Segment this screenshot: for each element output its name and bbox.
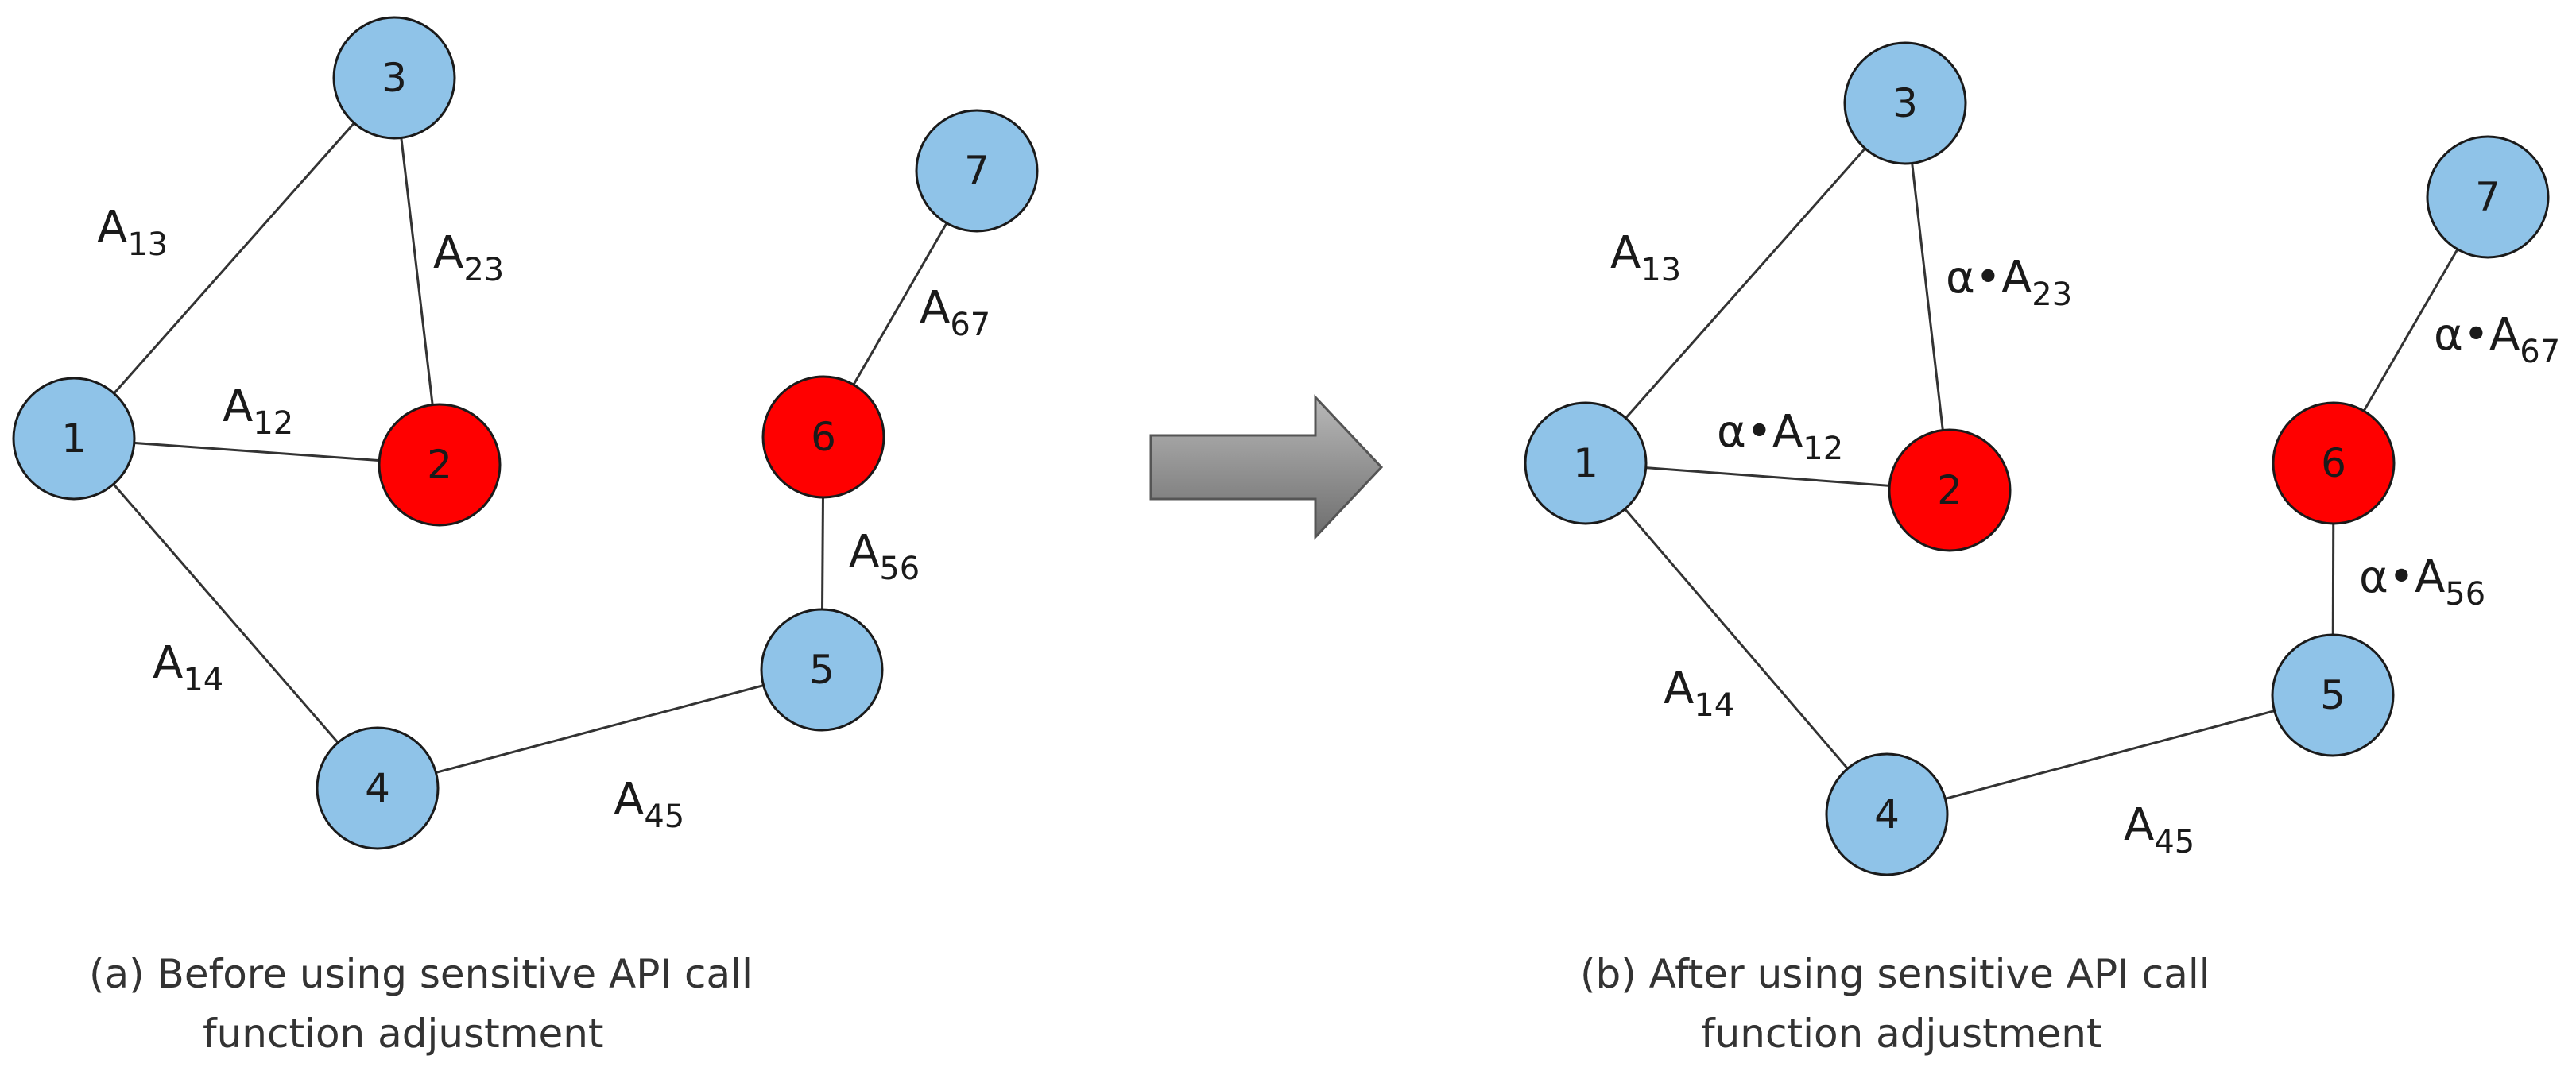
edge-3-2	[393, 77, 441, 466]
node-label-6: 6	[811, 414, 836, 460]
node-6-sensitive	[2272, 401, 2396, 525]
edge-label-5-6: α•A56	[2359, 551, 2485, 613]
edge-label-4-5: A45	[2124, 799, 2194, 860]
node-5	[2271, 633, 2395, 757]
node-2-sensitive	[378, 403, 502, 527]
node-1	[12, 377, 136, 501]
caption-after-line-1: (b) After using sensitive API call	[1580, 951, 2210, 997]
node-7	[915, 109, 1039, 233]
node-label-7: 7	[964, 148, 990, 194]
edge-label-4-5: A45	[614, 774, 684, 835]
edge-label-1-2: A12	[223, 381, 293, 442]
edge-label-1-2: α•A12	[1717, 406, 1843, 467]
edge-label-5-6: A56	[849, 526, 920, 587]
node-label-1: 1	[61, 416, 87, 462]
node-label-1: 1	[1573, 440, 1598, 486]
node-label-3: 3	[382, 55, 407, 101]
node-3	[332, 16, 456, 140]
caption-before-line-2: function adjustment	[203, 1011, 604, 1057]
edge-label-6-7: A67	[920, 282, 990, 343]
edge-label-3-2: α•A23	[1946, 252, 2072, 313]
node-label-7: 7	[2475, 174, 2500, 220]
edge-1-3	[72, 77, 396, 439]
edge-label-1-4: A14	[1664, 663, 1734, 724]
node-label-5: 5	[809, 647, 835, 693]
edge-1-3	[1584, 102, 1907, 464]
node-label-4: 4	[365, 765, 390, 811]
node-label-5: 5	[2320, 672, 2346, 718]
edge-label-1-4: A14	[153, 637, 223, 698]
node-3	[1843, 41, 1967, 165]
node-1	[1524, 401, 1648, 525]
node-5	[760, 608, 884, 732]
edge-1-4	[1584, 462, 1888, 815]
node-2-sensitive	[1888, 428, 2012, 552]
edge-label-6-7: α•A67	[2434, 309, 2560, 370]
edge-label-1-3: A13	[97, 202, 168, 263]
node-7	[2426, 135, 2550, 259]
node-4	[1825, 752, 1949, 876]
edge-4-5	[377, 668, 823, 790]
edge-3-2	[1904, 102, 1951, 491]
node-label-2: 2	[1937, 467, 1962, 513]
edge-label-3-2: A23	[433, 227, 504, 288]
edge-label-1-3: A13	[1610, 227, 1681, 288]
caption-after-line-2: function adjustment	[1701, 1011, 2102, 1057]
edge-1-4	[72, 438, 379, 789]
node-label-3: 3	[1892, 80, 1918, 126]
node-label-4: 4	[1874, 791, 1900, 837]
node-label-6: 6	[2321, 440, 2346, 486]
transition-arrow-icon	[1149, 394, 1384, 540]
node-4	[316, 726, 440, 850]
edge-4-5	[1886, 694, 2334, 816]
node-label-2: 2	[427, 442, 452, 488]
node-6-sensitive	[761, 375, 885, 499]
caption-before-line-1: (a) Before using sensitive API call	[89, 951, 753, 997]
